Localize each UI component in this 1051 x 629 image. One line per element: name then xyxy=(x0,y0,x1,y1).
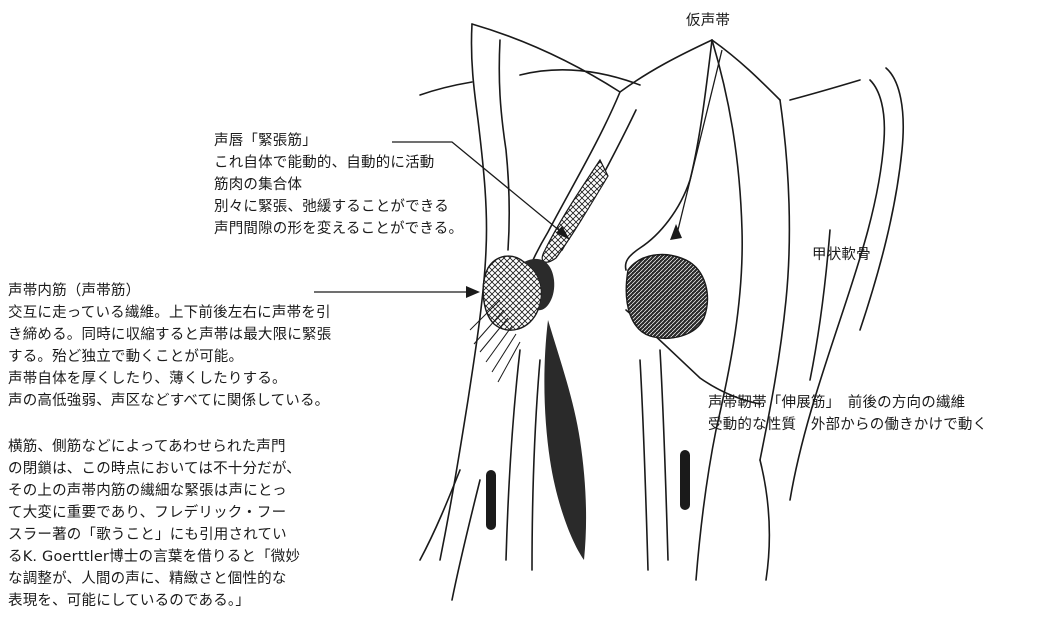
vocalis-line: き締める。同時に収縮すると声帯は最大限に緊張 xyxy=(8,324,331,346)
top-rim-far xyxy=(712,40,780,100)
closure-note-line: スラー著の「歌うこと」にも引用されてい xyxy=(8,524,301,546)
closure-note-line: て大変に重要であり、フレデリック・フー xyxy=(8,502,301,524)
upper-arc xyxy=(520,70,640,85)
top-left-extension xyxy=(420,82,472,95)
trachea-inner-right xyxy=(640,360,648,570)
vocalis-line: 声の高低強弱、声区などすべてに関係している。 xyxy=(8,390,331,412)
vocal-lip-line: 別々に緊張、弛緩することができる xyxy=(214,196,463,218)
lower-strand-2 xyxy=(452,480,480,600)
larynx-left-inner-contour xyxy=(499,40,509,250)
right-vocalis-muscle xyxy=(626,255,707,339)
vocal-lip-heading: 声唇「緊張筋」 xyxy=(214,130,463,152)
closure-note-line: な調整が、人間の声に、精緻さと個性的な xyxy=(8,568,301,590)
closure-note-line: 表現を、可能にしているのである。」 xyxy=(8,590,301,612)
vocalis-description: 声帯内筋（声帯筋） 交互に走っている繊維。上下前後左右に声帯を引 き締める。同時… xyxy=(8,280,331,412)
vocal-lip-line: これ自体で能動的、自動的に活動 xyxy=(214,152,463,174)
trachea-left xyxy=(506,350,520,560)
top-rim-right xyxy=(620,40,712,92)
top-right-extension xyxy=(790,80,860,100)
lower-strand-1 xyxy=(420,470,460,560)
vocal-lip-line: 筋肉の集合体 xyxy=(214,174,463,196)
thyroid-lower xyxy=(760,460,769,580)
trachea-ring-right xyxy=(680,450,690,510)
closure-note-line: の閉鎖は、この時点においては不十分だが、 xyxy=(8,458,301,480)
vocal-lip-description: 声唇「緊張筋」 これ自体で能動的、自動的に活動 筋肉の集合体 別々に緊張、弛緩す… xyxy=(214,130,463,240)
vocalis-line: する。殆ど独立で動くことが可能。 xyxy=(8,346,331,368)
vocalis-heading: 声帯内筋（声帯筋） xyxy=(8,280,331,302)
vocalis-line: 声帯自体を厚くしたり、薄くしたりする。 xyxy=(8,368,331,390)
false-fold-outline xyxy=(626,40,712,270)
arrow-vocalis xyxy=(466,286,480,298)
closure-note: 横筋、側筋などによってあわせられた声門 の閉鎖は、この時点においては不十分だが、… xyxy=(8,436,301,612)
vocal-ligament-line: 受動的な性質 外部からの働きかけで動く xyxy=(708,414,987,436)
label-thyroid-cartilage: 甲状軟骨 xyxy=(812,244,871,266)
subglottic-hatch xyxy=(544,320,586,560)
arrow-false-vocal-fold xyxy=(670,224,682,240)
vocal-ligament-description: 声帯靭帯「伸展筋」 前後の方向の繊維 受動的な性質 外部からの働きかけで動く xyxy=(708,392,987,436)
closure-note-line: 横筋、側筋などによってあわせられた声門 xyxy=(8,436,301,458)
trachea-inner-left xyxy=(532,360,540,570)
vocalis-line: 交互に走っている繊維。上下前後左右に声帯を引 xyxy=(8,302,331,324)
vocal-lip-line: 声門間隙の形を変えることができる。 xyxy=(214,218,463,240)
thyroid-edge-2 xyxy=(860,68,903,330)
closure-note-line: るK. Goerttler博士の言葉を借りると「微妙 xyxy=(8,546,301,568)
thyroid-edge-1 xyxy=(790,80,884,500)
vocal-ligament-line: 声帯靭帯「伸展筋」 前後の方向の繊維 xyxy=(708,392,987,414)
trachea-ring-left xyxy=(486,470,496,530)
top-rim-left xyxy=(472,24,620,92)
closure-note-line: その上の声帯内筋の繊細な緊張は声にとっ xyxy=(8,480,301,502)
trachea-right xyxy=(660,350,668,560)
label-false-vocal-fold: 仮声帯 xyxy=(686,10,730,32)
vocal-lip-mesh xyxy=(542,160,608,262)
leader-false-vocal-fold xyxy=(676,50,722,238)
